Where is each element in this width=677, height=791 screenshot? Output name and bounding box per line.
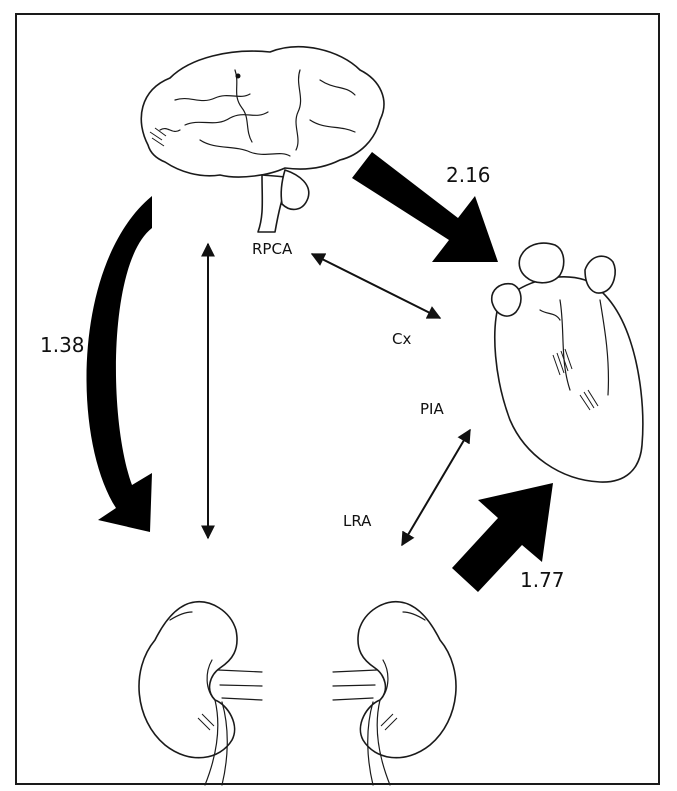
- value-kidney-to-heart: 1.77: [520, 568, 565, 592]
- heart-drawing: [492, 243, 643, 482]
- rpca-cx-double-arrow: [312, 254, 440, 318]
- value-brain-to-heart: 2.16: [446, 163, 491, 187]
- label-lra: LRA: [343, 512, 372, 530]
- brain-drawing: [141, 47, 384, 232]
- label-cx: Cx: [392, 330, 411, 348]
- right-kidney-drawing: [333, 602, 456, 785]
- label-rpca: RPCA: [252, 240, 293, 258]
- brain-to-kidney-arrow: [87, 196, 152, 532]
- label-pia: PIA: [420, 400, 444, 418]
- left-kidney-drawing: [139, 602, 262, 785]
- pia-lra-double-arrow: [402, 430, 470, 545]
- value-brain-to-kidney: 1.38: [40, 333, 85, 357]
